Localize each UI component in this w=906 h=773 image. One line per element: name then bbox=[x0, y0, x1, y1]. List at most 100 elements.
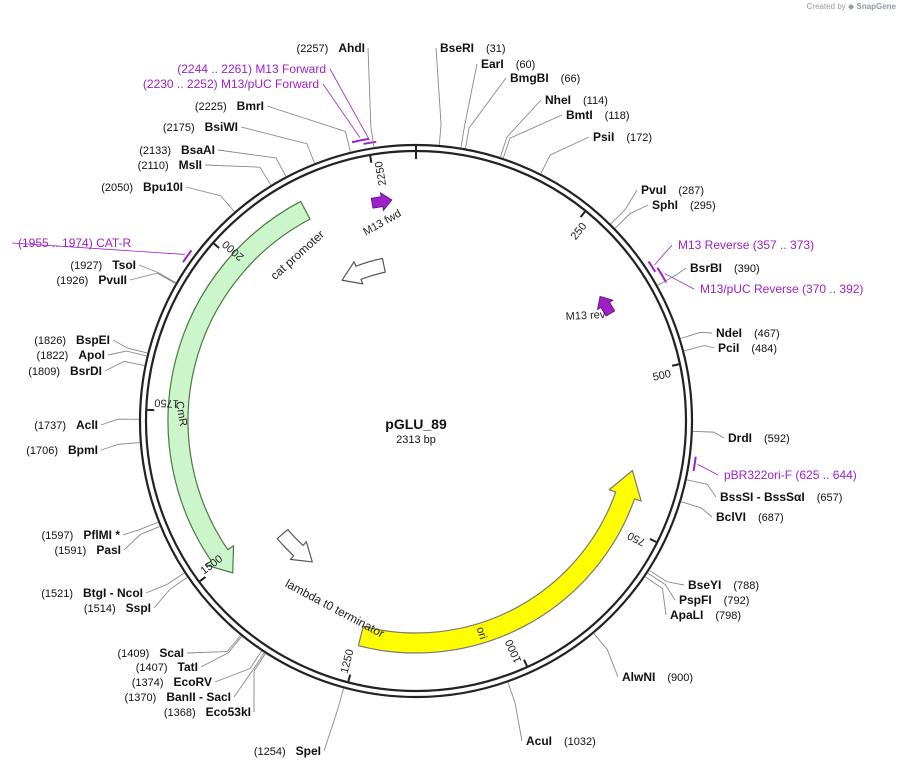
enzyme-site-msli[interactable]: (2110)MslI bbox=[138, 158, 202, 172]
primer-mark-m13-puc-forward[interactable] bbox=[351, 137, 369, 144]
primer-leader-m13-puc-reverse bbox=[664, 273, 695, 290]
enzyme-site-acli[interactable]: (1737)AclI bbox=[34, 418, 98, 432]
enzyme-leader-alwni bbox=[593, 633, 619, 678]
feature-label-ori: ori bbox=[474, 626, 489, 641]
enzyme-leader-bseri bbox=[435, 47, 442, 146]
enzyme-position: (2050) bbox=[101, 182, 133, 194]
enzyme-site-bsiwi[interactable]: (2175)BsiWI bbox=[163, 120, 238, 134]
enzyme-leader-pasi bbox=[123, 526, 161, 551]
primer-label-m13-puc-reverse[interactable]: M13/pUC Reverse (370 .. 392) bbox=[700, 282, 863, 296]
primer-label-pbr322ori-f[interactable]: pBR322ori-F (625 .. 644) bbox=[724, 468, 857, 482]
primer-mark-m13-reverse[interactable] bbox=[647, 260, 657, 273]
enzyme-name: SspI bbox=[126, 601, 151, 615]
plasmid-center: pGLU_89 2313 bp bbox=[385, 416, 447, 446]
enzyme-site-ndei[interactable]: NdeI(467) bbox=[716, 326, 780, 340]
enzyme-label: (1370)BanII - SacI bbox=[125, 690, 231, 704]
enzyme-site-ahdi[interactable]: (2257)AhdI bbox=[297, 41, 365, 55]
enzyme-site-btgi-ncoi[interactable]: (1521)BtgI - NcoI bbox=[41, 586, 143, 600]
enzyme-name: TsoI bbox=[112, 258, 136, 272]
enzyme-position: (1737) bbox=[34, 420, 66, 432]
primer-label-m13-forward[interactable]: (2244 .. 2261) M13 Forward bbox=[177, 62, 326, 76]
enzyme-site-pvui[interactable]: PvuI(287) bbox=[641, 183, 704, 197]
enzyme-name: Bpu10I bbox=[143, 180, 183, 194]
primer-leader-m13-puc-forward bbox=[322, 83, 361, 138]
primer-label-cat-r[interactable]: (1955 .. 1974) CAT-R bbox=[18, 236, 132, 250]
enzyme-site-ecorv[interactable]: (1374)EcoRV bbox=[132, 675, 212, 689]
enzyme-site-pspfi[interactable]: PspFI(792) bbox=[679, 593, 749, 607]
primer-range: (370 .. 392) bbox=[802, 282, 863, 296]
enzyme-site-apali[interactable]: ApaLI(798) bbox=[670, 608, 741, 622]
enzyme-site-bmri[interactable]: (2225)BmrI bbox=[195, 99, 264, 113]
enzyme-site-nhei[interactable]: NheI(114) bbox=[545, 93, 608, 107]
primer-label-m13-reverse[interactable]: M13 Reverse (357 .. 373) bbox=[678, 238, 814, 252]
enzyme-label: BclVI(687) bbox=[716, 510, 784, 524]
enzyme-site-spei[interactable]: (1254)SpeI bbox=[254, 744, 321, 758]
enzyme-name: PsiI bbox=[593, 130, 614, 144]
enzyme-name: BsrBI bbox=[690, 261, 722, 275]
plasmid-length: 2313 bp bbox=[396, 434, 436, 446]
enzyme-name: ScaI bbox=[159, 646, 184, 660]
enzyme-site-pasi[interactable]: (1591)PasI bbox=[55, 543, 121, 557]
primer-mark-m13-forward[interactable] bbox=[363, 140, 377, 145]
feature-label-m13-rev: M13 rev bbox=[565, 309, 606, 323]
enzyme-leader-bpu10i bbox=[185, 186, 235, 213]
enzyme-site-banii-saci[interactable]: (1370)BanII - SacI bbox=[125, 690, 231, 704]
primer-marks: (2244 .. 2261) M13 Forward(2230 .. 2252)… bbox=[11, 62, 863, 482]
enzyme-site-bsrbi[interactable]: BsrBI(390) bbox=[690, 261, 760, 275]
enzyme-position: (66) bbox=[561, 73, 581, 85]
enzyme-site-scai[interactable]: (1409)ScaI bbox=[118, 646, 184, 660]
enzyme-site-bsaai[interactable]: (2133)BsaAI bbox=[139, 143, 215, 157]
enzyme-site-sspi[interactable]: (1514)SspI bbox=[84, 601, 151, 615]
enzyme-position: (1809) bbox=[28, 366, 60, 378]
enzyme-site-alwni[interactable]: AlwNI(900) bbox=[622, 670, 693, 684]
enzyme-site-bpmi[interactable]: (1706)BpmI bbox=[26, 443, 98, 457]
enzyme-position: (118) bbox=[605, 110, 630, 122]
enzyme-site-pvuii[interactable]: (1926)PvuII bbox=[57, 273, 127, 287]
enzyme-label: (1926)PvuII bbox=[57, 273, 127, 287]
primer-mark-cat-r[interactable] bbox=[182, 249, 193, 263]
enzyme-site-bseri[interactable]: BseRI(31) bbox=[440, 41, 506, 55]
enzyme-site-psii[interactable]: PsiI(172) bbox=[593, 130, 652, 144]
enzyme-label: (1407)TatI bbox=[136, 660, 198, 674]
enzyme-leader-apoi bbox=[107, 350, 147, 357]
enzyme-site-sphi[interactable]: SphI(295) bbox=[652, 198, 716, 212]
enzyme-name: BspEI bbox=[76, 333, 110, 347]
enzyme-site-pcii[interactable]: PciI(484) bbox=[718, 341, 777, 355]
m13-rev-site-arrow[interactable] bbox=[592, 292, 618, 318]
cat-promoter-feature-arrow[interactable] bbox=[341, 257, 386, 285]
enzyme-name: BsaAI bbox=[181, 143, 215, 157]
enzyme-site-bsrdi[interactable]: (1809)BsrDI bbox=[28, 364, 102, 378]
enzyme-site-acui[interactable]: AcuI(1032) bbox=[526, 734, 596, 748]
enzyme-label: (1409)ScaI bbox=[118, 646, 184, 660]
watermark-brand: SnapGene bbox=[856, 2, 896, 11]
enzyme-position: (792) bbox=[724, 595, 750, 607]
enzyme-site-bmti[interactable]: BmtI(118) bbox=[566, 108, 630, 122]
enzyme-site-pflmi[interactable]: (1597)PflMI * bbox=[42, 528, 121, 542]
enzyme-site-bclvi[interactable]: BclVI(687) bbox=[716, 510, 784, 524]
enzyme-site-tati[interactable]: (1407)TatI bbox=[136, 660, 198, 674]
primer-mark-pbr322ori-f[interactable] bbox=[692, 456, 697, 472]
enzyme-site-bspei[interactable]: (1826)BspEI bbox=[34, 333, 110, 347]
enzyme-site-apoi[interactable]: (1822)ApoI bbox=[37, 348, 105, 362]
primer-name: pBR322ori-F bbox=[724, 468, 795, 482]
enzyme-site-eco53ki[interactable]: (1368)Eco53kI bbox=[164, 705, 251, 719]
enzyme-label: BseYI(788) bbox=[688, 578, 759, 592]
primer-mark-m13-puc-reverse[interactable] bbox=[656, 267, 668, 283]
enzyme-site-tsoi[interactable]: (1927)TsoI bbox=[70, 258, 136, 272]
primer-label-m13-puc-forward[interactable]: (2230 .. 2252) M13/pUC Forward bbox=[143, 77, 319, 91]
enzyme-site-eari[interactable]: EarI(60) bbox=[481, 57, 535, 71]
enzyme-site-bpu10i[interactable]: (2050) Bpu10I bbox=[101, 180, 183, 194]
cmr-feature-arrow[interactable] bbox=[167, 200, 311, 574]
enzyme-label: (1706)BpmI bbox=[26, 443, 98, 457]
enzyme-site-bsssi-bsss-i[interactable]: BssSI - BssSαI(657) bbox=[720, 490, 842, 504]
enzyme-site-drdi[interactable]: DrdI(592) bbox=[728, 431, 790, 445]
lambda-t0-terminator-feature-arrow[interactable] bbox=[276, 528, 313, 563]
enzyme-site-bmgbi[interactable]: BmgBI(66) bbox=[510, 71, 580, 85]
m13-fwd-site-arrow[interactable] bbox=[370, 191, 394, 212]
enzyme-site-bseyi[interactable]: BseYI(788) bbox=[688, 578, 759, 592]
ori-feature-arrow[interactable] bbox=[357, 469, 642, 654]
enzyme-name: PvuI bbox=[641, 183, 666, 197]
enzyme-label: (2133)BsaAI bbox=[139, 143, 215, 157]
enzyme-label: (1809)BsrDI bbox=[28, 364, 102, 378]
tick-mark-1000 bbox=[523, 659, 528, 667]
